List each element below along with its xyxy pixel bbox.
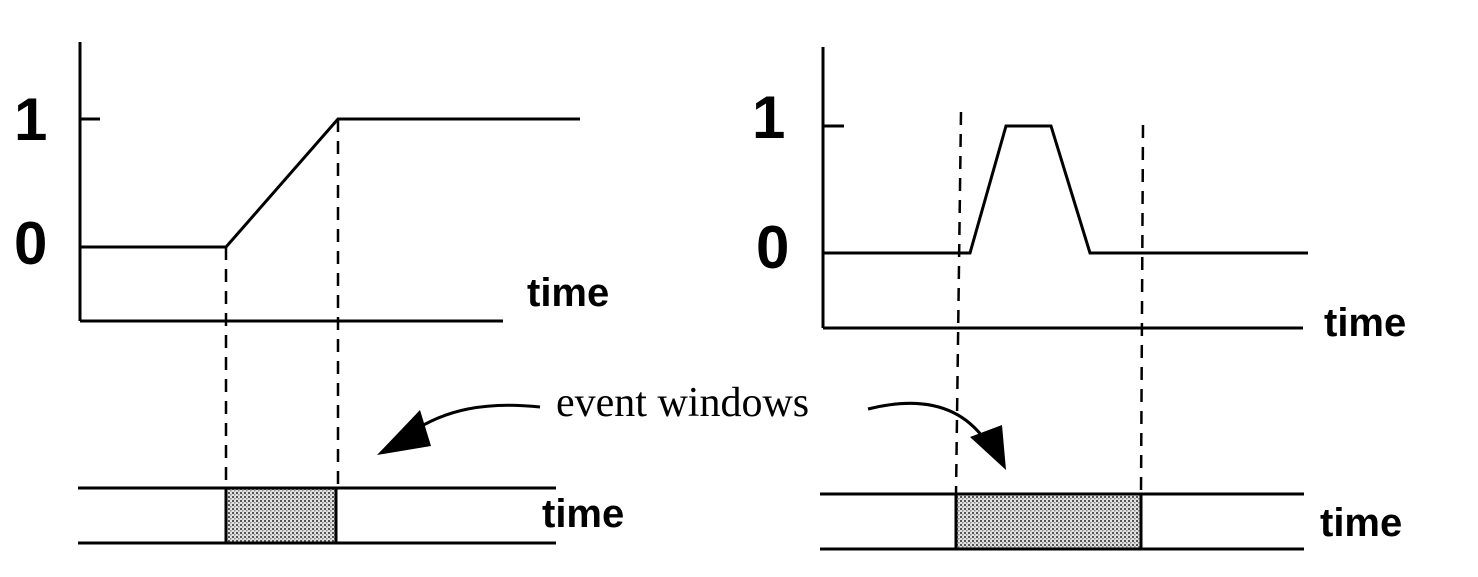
right-pulse-signal — [823, 124, 1308, 255]
left-window-time-label: time — [542, 492, 624, 536]
right-arrow-head-icon — [970, 425, 1006, 470]
right-window-start-guide — [954, 111, 963, 495]
left-label-zero: 0 — [14, 210, 47, 277]
left-arrow-head-icon — [377, 410, 431, 455]
event-windows-label: event windows — [556, 380, 809, 426]
left-arrow-shaft — [411, 403, 541, 434]
left-panel: 1 0 time time — [14, 42, 624, 545]
right-window-end-guide — [1139, 124, 1145, 495]
right-label-zero: 0 — [756, 214, 789, 281]
left-signal-time-label: time — [527, 271, 609, 315]
right-label-one: 1 — [752, 84, 785, 151]
right-window-time-label: time — [1320, 501, 1402, 545]
right-panel: 1 0 time time — [752, 47, 1406, 551]
left-ramp-signal — [80, 117, 580, 249]
right-arrow-shaft — [867, 401, 987, 441]
left-label-one: 1 — [14, 86, 47, 153]
left-event-window — [224, 486, 338, 545]
event-windows-annotation: event windows — [377, 380, 1006, 470]
right-signal-time-label: time — [1324, 301, 1406, 345]
right-event-window — [954, 492, 1143, 551]
